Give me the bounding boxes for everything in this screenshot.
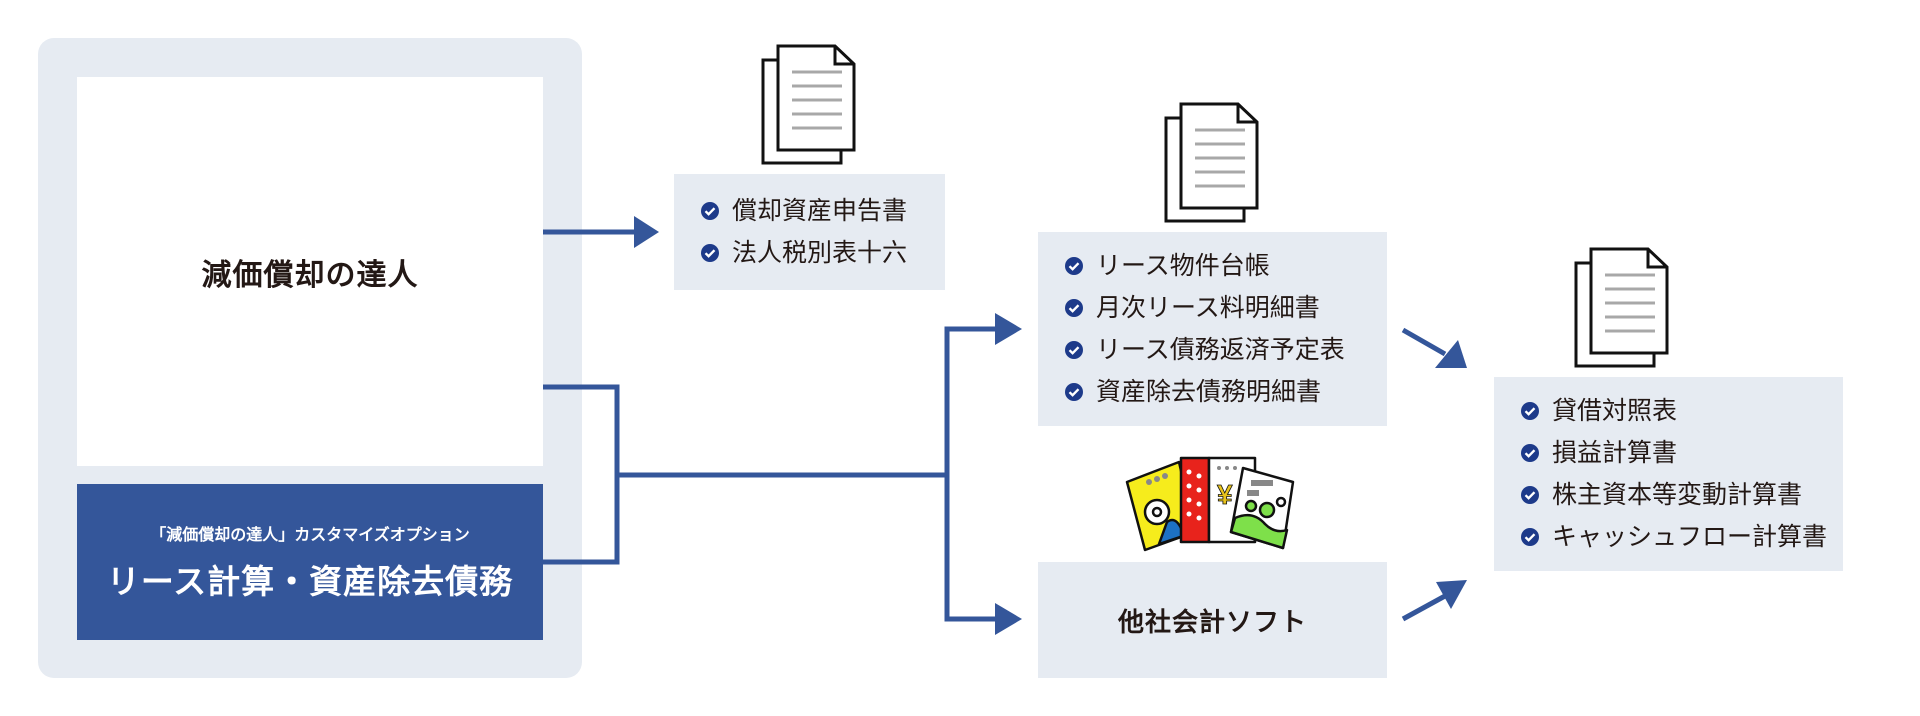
- list-item-label: リース物件台帳: [1096, 251, 1270, 280]
- connector-soft-to-fs: [1401, 593, 1447, 622]
- check-circle-icon: [1521, 444, 1539, 462]
- check-circle-icon: [1521, 528, 1539, 546]
- list-item: 資産除去債務明細書: [1064, 371, 1387, 413]
- list-item-label: 株主資本等変動計算書: [1552, 480, 1803, 509]
- option-subtitle: 「減価償却の達人」カスタマイズオプション: [150, 525, 470, 544]
- check-circle-icon: [1521, 402, 1539, 420]
- list-item-label: 月次リース料明細書: [1096, 293, 1320, 322]
- check-circle-icon: [1065, 257, 1083, 275]
- check-circle-icon: [1521, 486, 1539, 504]
- list-item-label: キャッシュフロー計算書: [1552, 522, 1828, 551]
- arrowhead-tax: [634, 216, 659, 248]
- list-item-label: 資産除去債務明細書: [1096, 377, 1322, 406]
- option-title: リース計算・資産除去債務: [106, 562, 514, 601]
- list-item: 損益計算書: [1520, 432, 1843, 474]
- list-item: キャッシュフロー計算書: [1520, 516, 1843, 558]
- list-item: 法人税別表十六: [700, 232, 945, 274]
- option-box: 「減価償却の達人」カスタマイズオプション リース計算・資産除去債務: [77, 484, 543, 640]
- main-product-title: 減価償却の達人: [201, 257, 419, 293]
- check-circle-icon: [701, 244, 719, 262]
- other-software-box: 他社会計ソフト: [1038, 562, 1387, 678]
- main-product-box: 減価償却の達人: [77, 77, 543, 466]
- svg-text:¥: ¥: [1217, 479, 1233, 510]
- connector-lease-to-fs: [1401, 327, 1447, 357]
- list-item-label: 損益計算書: [1552, 438, 1678, 467]
- list-item-label: 償却資産申告書: [732, 196, 908, 225]
- list-item: リース債務返済予定表: [1064, 329, 1387, 371]
- document-stack-icon: [1164, 102, 1259, 223]
- list-item: 月次リース料明細書: [1064, 287, 1387, 329]
- financial-statements-box: 貸借対照表 損益計算書 株主資本等変動計算書 キャッシュフロー計算書: [1494, 377, 1843, 571]
- connector-branch: [944, 326, 1001, 622]
- arrowhead-fs-bottom: [1436, 580, 1467, 609]
- check-circle-icon: [1065, 299, 1083, 317]
- document-stack-icon: [1574, 247, 1669, 368]
- check-circle-icon: [701, 202, 719, 220]
- check-circle-icon: [1065, 341, 1083, 359]
- software-packages-icon: ¥: [1125, 456, 1295, 552]
- lease-reports-box: リース物件台帳 月次リース料明細書 リース債務返済予定表 資産除去債務明細書: [1038, 232, 1387, 426]
- check-circle-icon: [1065, 383, 1083, 401]
- document-stack-icon: [761, 44, 856, 165]
- list-item: リース物件台帳: [1064, 245, 1387, 287]
- list-item: 株主資本等変動計算書: [1520, 474, 1843, 516]
- other-software-label: 他社会計ソフト: [1117, 607, 1307, 638]
- list-item: 償却資産申告書: [700, 190, 945, 232]
- arrowhead-lease: [995, 313, 1022, 345]
- arrowhead-soft: [995, 603, 1022, 635]
- tax-forms-box: 償却資産申告書 法人税別表十六: [674, 174, 945, 290]
- list-item-label: 法人税別表十六: [732, 238, 908, 267]
- list-item-label: 貸借対照表: [1552, 396, 1678, 425]
- arrowhead-fs-top: [1435, 340, 1467, 368]
- list-item-label: リース債務返済予定表: [1096, 335, 1345, 364]
- list-item: 貸借対照表: [1520, 390, 1843, 432]
